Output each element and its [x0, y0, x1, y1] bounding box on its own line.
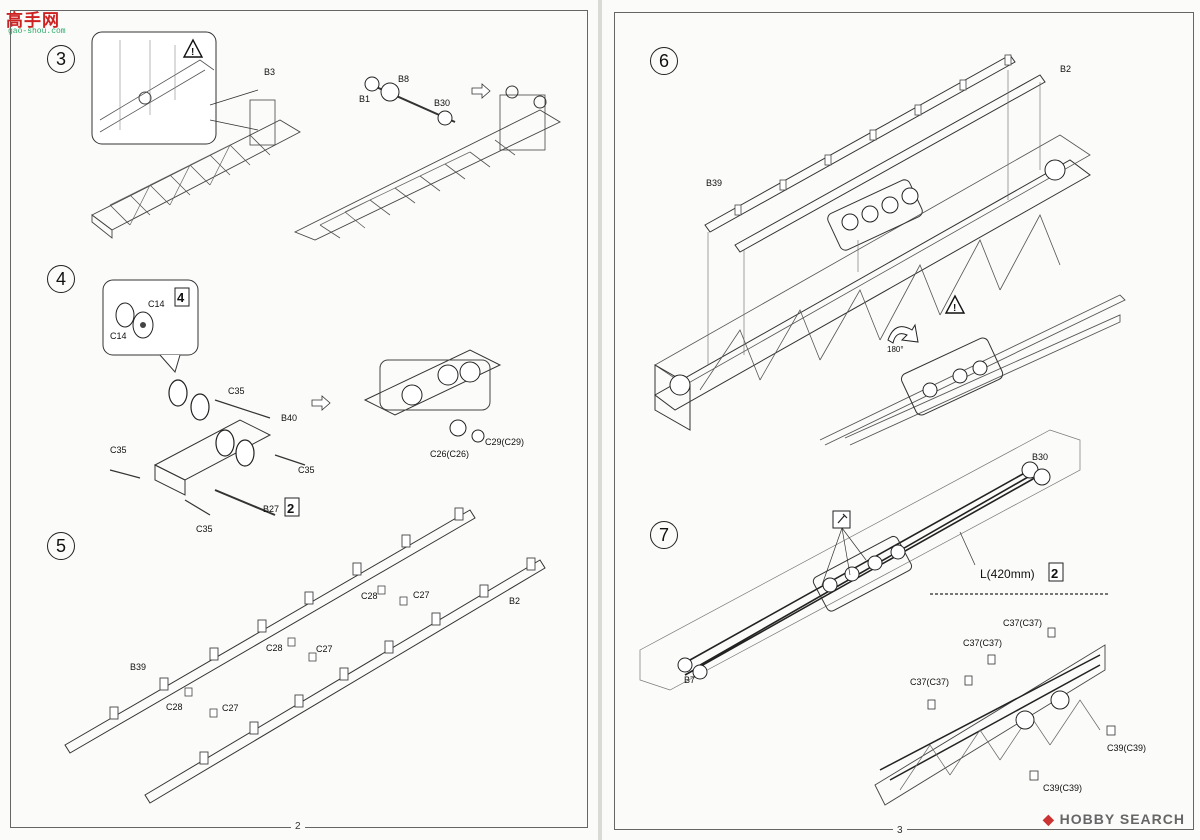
label-C27-c: C27 [222, 703, 239, 713]
label-rotate-180: 180° [887, 345, 904, 354]
warning-icon-step6: ! [944, 294, 966, 314]
parts-count-badge-4: 4 [177, 290, 185, 305]
label-C26: C26(C26) [430, 449, 469, 459]
label-C28-c: C28 [166, 702, 183, 712]
label-C35-d: C35 [196, 524, 213, 534]
step5-drawing: C28 C27 B2 C28 C27 B39 C28 C27 [64, 507, 546, 804]
parts-count-badge-2-step7: 2 [1051, 566, 1058, 581]
label-B39-step6: B39 [706, 178, 722, 188]
label-C39-b: C39(C39) [1043, 783, 1082, 793]
site-logo: 高手网 [6, 11, 60, 30]
site-logo-url: gao-shou.com [8, 27, 66, 36]
left-page-number: 2 [291, 821, 305, 832]
label-C27-b: C27 [316, 644, 333, 654]
step-number-5: 5 [47, 532, 75, 560]
svg-text:!: ! [953, 303, 956, 314]
step4-drawing: 4 2 C14 C14 C35 B40 C35 C35 C35 B27 C26(… [102, 279, 524, 534]
label-B1: B1 [359, 94, 370, 104]
step-number-6: 6 [650, 47, 678, 75]
label-C27-a: C27 [413, 590, 430, 600]
right-page [602, 0, 1200, 840]
label-B2-step5: B2 [509, 596, 520, 606]
label-C28-a: C28 [361, 591, 378, 601]
parts-count-badge-2: 2 [287, 501, 294, 516]
right-page-number: 3 [893, 825, 907, 836]
glue-icon [832, 510, 851, 529]
label-C14-a: C14 [148, 299, 165, 309]
step6-drawing: B2 B39 180° [654, 54, 1126, 446]
book-spine [598, 0, 602, 840]
step7-drawing: B30 L(420mm) B7 C37(C37) C37(C37) C37(C3… [639, 429, 1146, 806]
svg-text:!: ! [191, 47, 194, 58]
label-B39-step5: B39 [130, 662, 146, 672]
label-C37-a: C37(C37) [1003, 618, 1042, 628]
step-number-4: 4 [47, 265, 75, 293]
label-C35-b: C35 [110, 445, 127, 455]
label-B3: B3 [264, 67, 275, 77]
label-B30-step7: B30 [1032, 452, 1048, 462]
label-B7: B7 [684, 675, 695, 685]
label-B27: B27 [263, 504, 279, 514]
label-C35-c: C35 [298, 465, 315, 475]
watermark-text: HOBBY SEARCH [1059, 811, 1185, 827]
arrow-right-icon-step4 [311, 395, 331, 411]
label-C14-b: C14 [110, 331, 127, 341]
arrow-right-icon [471, 83, 491, 99]
label-C29: C29(C29) [485, 437, 524, 447]
step-number-7: 7 [650, 521, 678, 549]
label-C37-c: C37(C37) [910, 677, 949, 687]
label-C35-a: C35 [228, 386, 245, 396]
step3-drawing: B3 B1 B8 B30 [91, 31, 561, 241]
label-C37-b: C37(C37) [963, 638, 1002, 648]
label-B40: B40 [281, 413, 297, 423]
step-number-3: 3 [47, 45, 75, 73]
label-cord-length: L(420mm) [980, 567, 1035, 581]
rotate-180-icon [887, 323, 919, 344]
label-B8: B8 [398, 74, 409, 84]
label-B30: B30 [434, 98, 450, 108]
label-B2-step6: B2 [1060, 64, 1071, 74]
label-C39-a: C39(C39) [1107, 743, 1146, 753]
warning-icon: ! [182, 38, 204, 58]
label-C28-b: C28 [266, 643, 283, 653]
hobby-search-watermark: ◆ HOBBY SEARCH [1043, 811, 1185, 827]
